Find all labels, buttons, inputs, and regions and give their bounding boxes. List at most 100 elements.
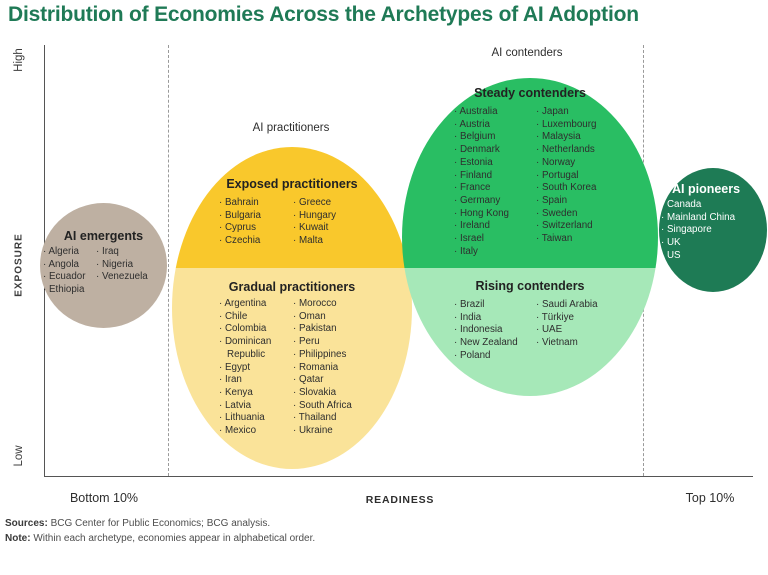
economy-item: · Latvia xyxy=(219,399,252,411)
economy-item: · Bahrain xyxy=(219,197,259,208)
economy-item: · Israel xyxy=(454,233,484,245)
economy-item: · Bulgaria xyxy=(219,209,261,221)
economy-item: · Romania xyxy=(293,361,339,373)
economy-item: · Estonia xyxy=(454,156,493,168)
economy-item: · Hungary xyxy=(293,209,337,221)
economy-item: · Belgium xyxy=(454,131,496,143)
practitioners-label: AI practitioners xyxy=(252,122,330,134)
economy-item: · Italy xyxy=(454,245,478,257)
alphabetical-note: Note: Within each archetype, economies a… xyxy=(5,532,315,546)
economy-item: · Sweden xyxy=(536,207,578,219)
economy-item: · South Africa xyxy=(293,399,352,411)
economy-item: · Iraq xyxy=(96,246,119,257)
gradual-column-2: · Morocco· Oman· Pakistan· Peru· Philipp… xyxy=(293,298,385,438)
economy-item: · Ethiopia xyxy=(43,284,85,296)
economy-item: · Luxembourg xyxy=(536,118,597,130)
economy-item: · Argentina xyxy=(219,298,267,309)
emergents-circle xyxy=(40,203,167,328)
economy-item: · Ecuador xyxy=(43,271,86,283)
economy-item: · Australia xyxy=(454,106,498,117)
x-axis-top10-label: Top 10% xyxy=(685,491,735,505)
exposed-practitioners-heading: Exposed practitioners xyxy=(226,177,358,191)
economy-item: · Pakistan xyxy=(293,323,337,335)
economy-item: · Finland xyxy=(454,169,493,181)
page-title: Distribution of Economies Across the Arc… xyxy=(8,3,639,26)
steady-column-2: · Japan· Luxembourg· Malaysia· Netherlan… xyxy=(536,106,598,246)
x-axis-title: READINESS xyxy=(365,494,435,506)
economy-item: · Taiwan xyxy=(536,233,573,245)
economy-item: · Venezuela xyxy=(96,271,148,283)
gradual-practitioners-heading: Gradual practitioners xyxy=(228,280,356,294)
economy-item: · Brazil xyxy=(454,299,485,310)
y-axis-low-label: Low xyxy=(13,445,25,467)
emergents-list: · Algeria· Angola· Ecuador· Ethiopia · I… xyxy=(43,246,150,297)
pioneers-list: · Canada· Mainland China· Singapore· UK·… xyxy=(661,199,761,263)
economy-item: · Malaysia xyxy=(536,131,581,143)
economy-item: · Angola xyxy=(43,258,79,270)
sources-label: Sources: xyxy=(5,518,48,529)
economy-item: · Thailand xyxy=(293,412,337,424)
economy-item: · New Zealand xyxy=(454,337,518,349)
x-axis-bottom10-label: Bottom 10% xyxy=(69,491,139,505)
economy-item: · Vietnam xyxy=(536,337,578,349)
contenders-label: AI contenders xyxy=(491,47,563,59)
economy-item: · Denmark xyxy=(454,144,500,156)
practitioners-circle xyxy=(172,147,412,469)
note-label: Note: xyxy=(5,533,31,544)
economy-item: · Oman xyxy=(293,310,326,322)
economy-item: · Poland xyxy=(454,349,491,361)
sources-note: Sources: BCG Center for Public Economics… xyxy=(5,517,270,531)
gradual-column-1: · Argentina· Chile· Colombia· Dominican … xyxy=(219,298,293,438)
rising-contenders-heading: Rising contenders xyxy=(475,279,585,293)
economy-item: · Peru xyxy=(293,336,320,348)
economy-item: · Germany xyxy=(454,194,501,206)
economy-item: · Portugal xyxy=(536,169,579,181)
economy-item: · Mainland China xyxy=(661,211,736,223)
economy-item: · Iran xyxy=(219,374,242,386)
steady-contenders-list: · Australia· Austria· Belgium· Denmark· … xyxy=(454,106,598,258)
economy-item: · Qatar xyxy=(293,374,324,386)
economy-item: · Cyprus xyxy=(219,222,257,234)
economy-item: · Mexico xyxy=(219,425,257,437)
economy-item: · Spain xyxy=(536,194,568,206)
economy-item: · Norway xyxy=(536,156,576,168)
economy-item: · Kuwait xyxy=(293,222,329,234)
pioneers-heading: AI pioneers xyxy=(672,182,741,196)
emergents-column-1: · Algeria· Angola· Ecuador· Ethiopia xyxy=(43,246,96,297)
bottom-decile-dashed-line xyxy=(168,45,169,476)
economy-item: · Nigeria xyxy=(96,258,134,270)
rising-contenders-list: · Brazil· India· Indonesia· New Zealand·… xyxy=(454,299,598,363)
economy-item: · South Korea xyxy=(536,182,597,194)
economy-item: · Dominican Republic xyxy=(219,336,272,360)
rising-column-2: · Saudi Arabia· Türkiye· UAE· Vietnam xyxy=(536,299,598,350)
y-axis-title: EXPOSURE xyxy=(13,233,25,297)
economy-item: · Malta xyxy=(293,235,323,247)
steady-contenders-heading: Steady contenders xyxy=(474,86,586,100)
exposed-practitioners-list: · Bahrain· Bulgaria· Cyprus· Czechia · G… xyxy=(219,197,338,248)
economy-item: · Czechia xyxy=(219,235,261,247)
economy-item: · Philippines xyxy=(293,348,347,360)
economy-item: · Lithuania xyxy=(219,412,265,424)
x-axis-line xyxy=(44,476,753,477)
exposed-column-1: · Bahrain· Bulgaria· Cyprus· Czechia xyxy=(219,197,293,248)
economy-item: · Singapore xyxy=(661,224,712,236)
economy-item: · Chile xyxy=(219,310,248,322)
economy-item: · Slovakia xyxy=(293,386,337,398)
economy-item: · Colombia xyxy=(219,323,267,335)
economy-item: · Austria xyxy=(454,118,490,130)
economy-item: · Canada xyxy=(661,199,702,210)
economy-item: · Indonesia xyxy=(454,324,503,336)
economy-item: · US xyxy=(661,249,681,261)
steady-column-1: · Australia· Austria· Belgium· Denmark· … xyxy=(454,106,536,258)
economy-item: · UAE xyxy=(536,324,563,336)
y-axis-high-label: High xyxy=(13,48,25,72)
economy-item: · Switzerland xyxy=(536,220,593,232)
exposed-column-2: · Greece· Hungary· Kuwait· Malta xyxy=(293,197,338,248)
note-text: Within each archetype, economies appear … xyxy=(30,533,316,544)
economy-item: · Hong Kong xyxy=(454,207,510,219)
economy-item: · Kenya xyxy=(219,386,253,398)
economy-item: · India xyxy=(454,311,482,323)
economy-item: · France xyxy=(454,182,491,194)
pioneers-circle xyxy=(659,168,767,292)
economy-item: · Greece xyxy=(293,197,332,208)
